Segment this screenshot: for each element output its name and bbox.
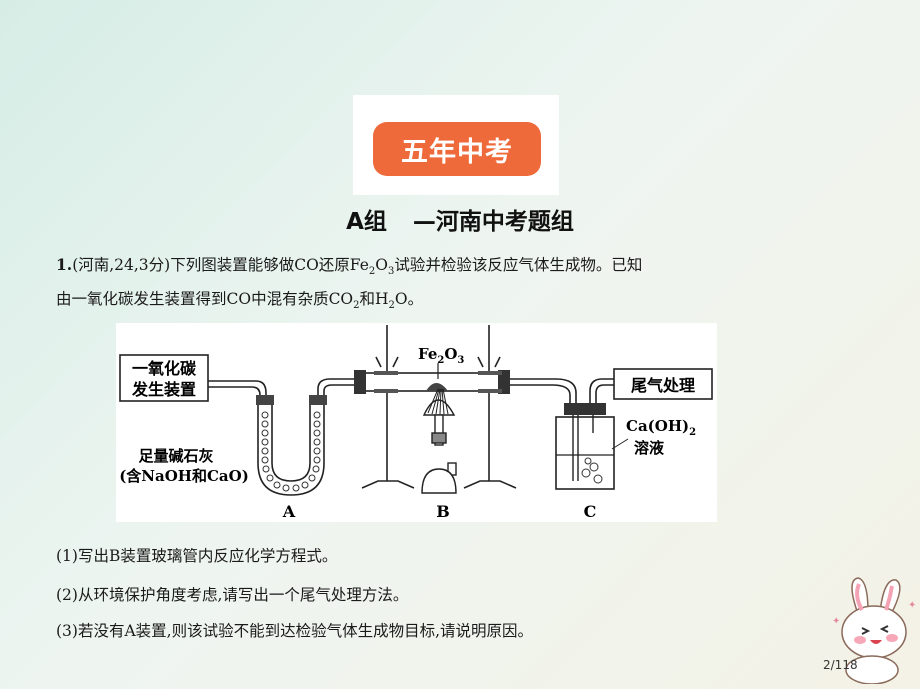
section-name: —河南中考题组	[412, 209, 574, 235]
sub-question-1: (1)写出B装置玻璃管内反应化学方程式。	[56, 547, 338, 565]
apparatus-label-b: B	[436, 502, 450, 521]
iron-stands	[361, 325, 517, 489]
question-text: O。	[394, 290, 424, 308]
alcohol-burner	[421, 388, 457, 494]
u-tube-a	[256, 395, 327, 496]
absorbent-label-2: (含NaOH和CaO)	[119, 467, 249, 485]
banner-label: 五年中考	[373, 122, 541, 176]
svg-text:✦: ✦	[832, 616, 840, 627]
sub-question-2: (2)从环境保护角度考虑,请写出一个尾气处理方法。	[56, 586, 409, 604]
section-group: A组	[346, 209, 387, 235]
question-line-2: 由一氧化碳发生装置得到CO中混有杂质CO2和H2O。	[56, 287, 423, 311]
question-text: O	[375, 256, 388, 274]
question-text: 试验并检验该反应气体生成物。已知	[394, 256, 643, 274]
tail-gas-box	[613, 368, 713, 400]
bunny-mascot-icon: ✦ ✦	[832, 577, 916, 684]
sub-question-3: (3)若没有A装置,则该试验不能到达检验气体生成物目标,请说明原因。	[56, 622, 534, 640]
solution-label-1: Ca(OH)2	[626, 417, 696, 438]
question-text: 和H	[359, 290, 389, 308]
question-text: (河南,24,3分)下列图装置能够做CO还原Fe	[72, 256, 369, 274]
absorbent-label-1: 足量碱石灰	[138, 447, 213, 465]
subscript: 2	[353, 300, 360, 312]
solution-label-2: 溶液	[634, 439, 665, 457]
apparatus-label-c: C	[584, 502, 597, 521]
subscript: 3	[387, 266, 395, 278]
generator-label-2: 发生装置	[131, 380, 196, 399]
question-line-1: 1.(河南,24,3分)下列图装置能够做CO还原Fe2O3试验并检验该反应气体生…	[56, 253, 642, 277]
generator-label-1: 一氧化碳	[132, 359, 197, 378]
page-indicator: 2/118	[823, 658, 858, 672]
banner-card: 五年中考	[353, 95, 559, 195]
question-text: 由一氧化碳发生装置得到CO中混有杂质CO	[56, 290, 354, 308]
section-title: A组 —河南中考题组	[0, 202, 920, 236]
question-number: 1.	[56, 255, 73, 274]
reagent-label: Fe2O3	[418, 345, 464, 366]
tail-gas-label: 尾气处理	[631, 376, 695, 395]
svg-text:✦: ✦	[908, 600, 916, 611]
reaction-tube	[354, 370, 510, 394]
wash-bottle-c	[555, 403, 615, 490]
subscript: 2	[388, 300, 395, 312]
generator-box	[119, 354, 209, 402]
apparatus-label-a: A	[282, 502, 296, 521]
subscript: 2	[368, 266, 376, 278]
apparatus-figure: 一氧化碳 发生装置 足量碱石灰 (含NaOH和CaO)	[116, 323, 717, 522]
